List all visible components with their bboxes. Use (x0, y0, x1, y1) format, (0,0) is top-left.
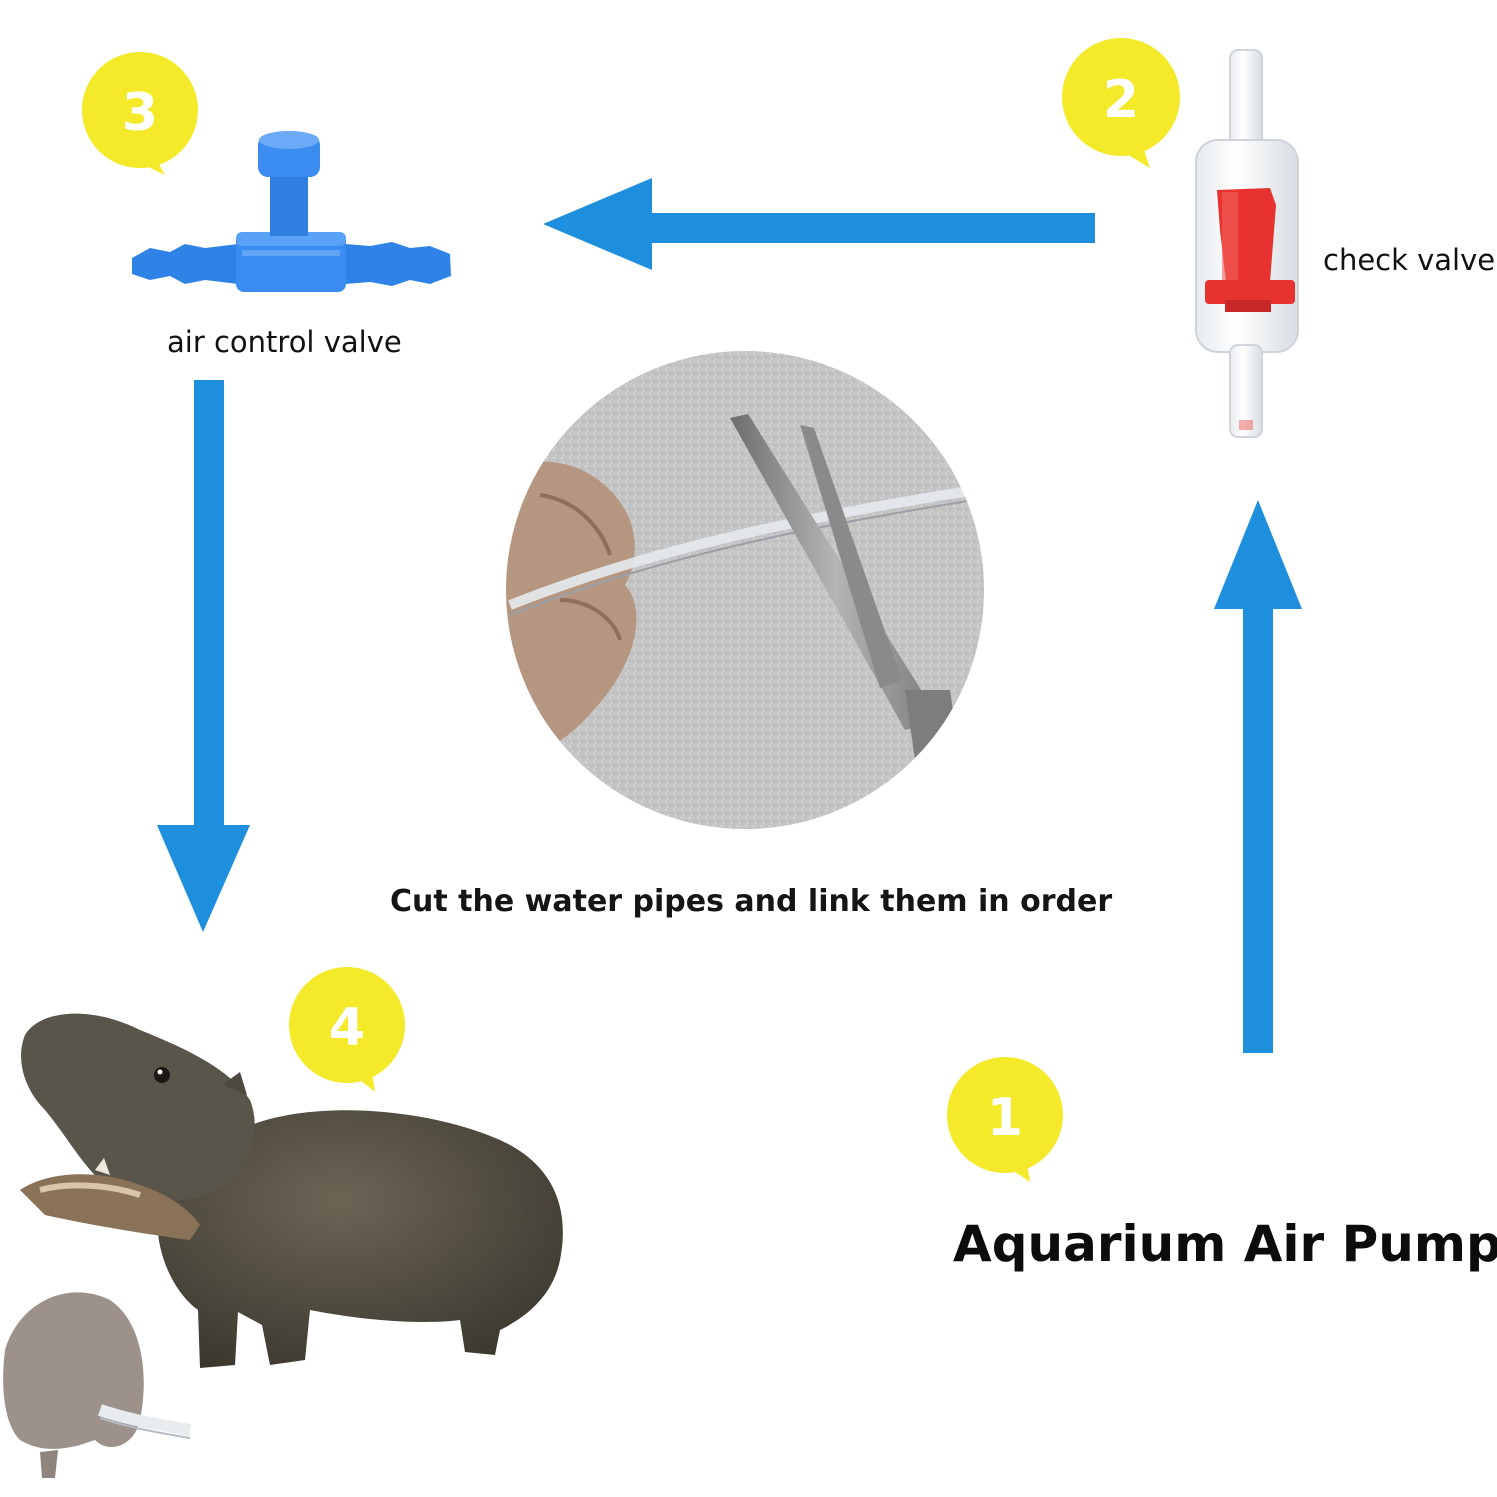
instruction-text: Cut the water pipes and link them in ord… (390, 884, 1113, 919)
photo-circle-frame (504, 349, 986, 831)
air-pump-label: Aquarium Air Pump (953, 1215, 1497, 1273)
arrow-up-icon (1214, 500, 1302, 1053)
step-number-3: 3 (122, 83, 158, 143)
step-badge-4: 4 (289, 967, 405, 1092)
step-badge-3: 3 (82, 52, 198, 175)
air-control-valve-label: air control valve (167, 325, 402, 359)
step-badge-2: 2 (1062, 38, 1180, 168)
check-valve-label: check valve (1323, 243, 1496, 277)
step-number-1: 1 (987, 1088, 1023, 1148)
scissors-cutting-tube-photo (505, 350, 985, 830)
step-number-2: 2 (1103, 70, 1139, 130)
check-valve-icon (1195, 49, 1299, 438)
air-control-valve-icon (132, 131, 451, 292)
arrow-left-icon (543, 178, 1095, 270)
arrow-down-icon (157, 380, 250, 932)
step-number-4: 4 (329, 998, 365, 1058)
step-badge-1: 1 (947, 1057, 1063, 1182)
hippo-figure-photo (3, 1013, 563, 1478)
